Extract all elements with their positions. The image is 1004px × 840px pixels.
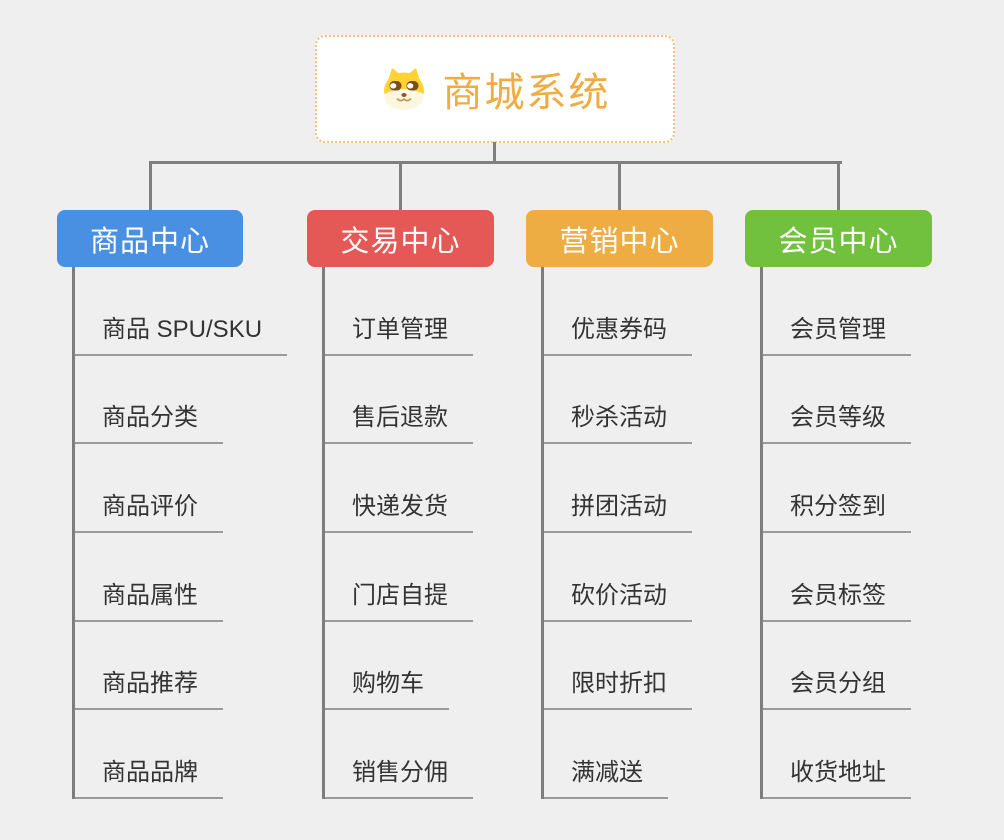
branch-stem-line xyxy=(399,162,402,210)
leaf-item[interactable]: 砍价活动 xyxy=(544,575,692,622)
leaf-slot: 商品品牌 xyxy=(75,710,223,800)
root-title: 商城系统 xyxy=(442,71,611,115)
root-node[interactable]: 商城系统 xyxy=(315,35,675,143)
leaf-slot: 商品 SPU/SKU xyxy=(75,267,288,356)
leaf-slot: 销售分佣 xyxy=(325,710,473,800)
branch-stem-line xyxy=(618,162,621,210)
leaf-item[interactable]: 会员标签 xyxy=(763,575,911,622)
leaf-slot: 满减送 xyxy=(544,710,668,800)
leaf-slot: 商品推荐 xyxy=(75,622,223,711)
leaf-slot: 会员分组 xyxy=(763,622,911,711)
leaf-item[interactable]: 优惠券码 xyxy=(544,309,692,356)
leaf-column: 优惠券码秒杀活动拼团活动砍价活动限时折扣满减送 xyxy=(541,267,692,800)
leaf-item[interactable]: 积分签到 xyxy=(763,486,911,534)
leaf-slot: 限时折扣 xyxy=(544,622,692,711)
leaf-item[interactable]: 商品 SPU/SKU xyxy=(75,309,288,356)
leaf-item[interactable]: 限时折扣 xyxy=(544,663,692,711)
leaf-slot: 售后退款 xyxy=(325,356,473,445)
leaf-item[interactable]: 售后退款 xyxy=(325,397,473,445)
leaf-slot: 会员等级 xyxy=(763,356,911,445)
leaf-slot: 会员管理 xyxy=(763,267,911,356)
leaf-item[interactable]: 商品推荐 xyxy=(75,663,223,711)
leaf-column: 会员管理会员等级积分签到会员标签会员分组收货地址 xyxy=(760,267,911,800)
leaf-item[interactable]: 拼团活动 xyxy=(544,486,692,534)
leaf-item[interactable]: 会员分组 xyxy=(763,663,911,711)
branch-node[interactable]: 会员中心 xyxy=(745,210,932,267)
leaf-item[interactable]: 商品品牌 xyxy=(75,752,223,800)
leaf-item[interactable]: 快递发货 xyxy=(325,486,473,534)
root-stem-line xyxy=(493,142,496,163)
leaf-item[interactable]: 会员管理 xyxy=(763,309,911,356)
leaf-item[interactable]: 满减送 xyxy=(544,752,668,800)
leaf-slot: 购物车 xyxy=(325,622,449,711)
leaf-item[interactable]: 商品评价 xyxy=(75,486,223,534)
leaf-item[interactable]: 收货地址 xyxy=(763,752,911,800)
leaf-slot: 砍价活动 xyxy=(544,533,692,622)
leaf-slot: 优惠券码 xyxy=(544,267,692,356)
leaf-column: 商品 SPU/SKU 商品分类商品评价商品属性商品推荐商品品牌 xyxy=(72,267,288,800)
leaf-slot: 收货地址 xyxy=(763,710,911,800)
branch-bus-line xyxy=(149,161,842,164)
branch-node[interactable]: 营销中心 xyxy=(526,210,713,267)
leaf-slot: 会员标签 xyxy=(763,533,911,622)
branch-node[interactable]: 交易中心 xyxy=(307,210,494,267)
leaf-item[interactable]: 商品属性 xyxy=(75,575,223,622)
leaf-item[interactable]: 会员等级 xyxy=(763,397,911,445)
leaf-slot: 商品属性 xyxy=(75,533,223,622)
leaf-item[interactable]: 订单管理 xyxy=(325,309,473,356)
branch-stem-line xyxy=(149,162,152,210)
leaf-item[interactable]: 秒杀活动 xyxy=(544,397,692,445)
leaf-column: 订单管理售后退款快递发货门店自提购物车销售分佣 xyxy=(322,267,473,800)
branch-stem-line xyxy=(837,162,840,210)
leaf-item[interactable]: 购物车 xyxy=(325,663,449,711)
leaf-slot: 秒杀活动 xyxy=(544,356,692,445)
leaf-slot: 快递发货 xyxy=(325,444,473,534)
leaf-item[interactable]: 门店自提 xyxy=(325,575,473,622)
leaf-slot: 积分签到 xyxy=(763,444,911,534)
leaf-slot: 商品评价 xyxy=(75,444,223,534)
leaf-slot: 拼团活动 xyxy=(544,444,692,534)
leaf-slot: 订单管理 xyxy=(325,267,473,356)
branch-node[interactable]: 商品中心 xyxy=(57,210,243,267)
leaf-slot: 门店自提 xyxy=(325,533,473,622)
dog-face-icon xyxy=(380,66,428,112)
leaf-item[interactable]: 销售分佣 xyxy=(325,752,473,800)
leaf-item[interactable]: 商品分类 xyxy=(75,397,223,445)
leaf-slot: 商品分类 xyxy=(75,356,223,445)
